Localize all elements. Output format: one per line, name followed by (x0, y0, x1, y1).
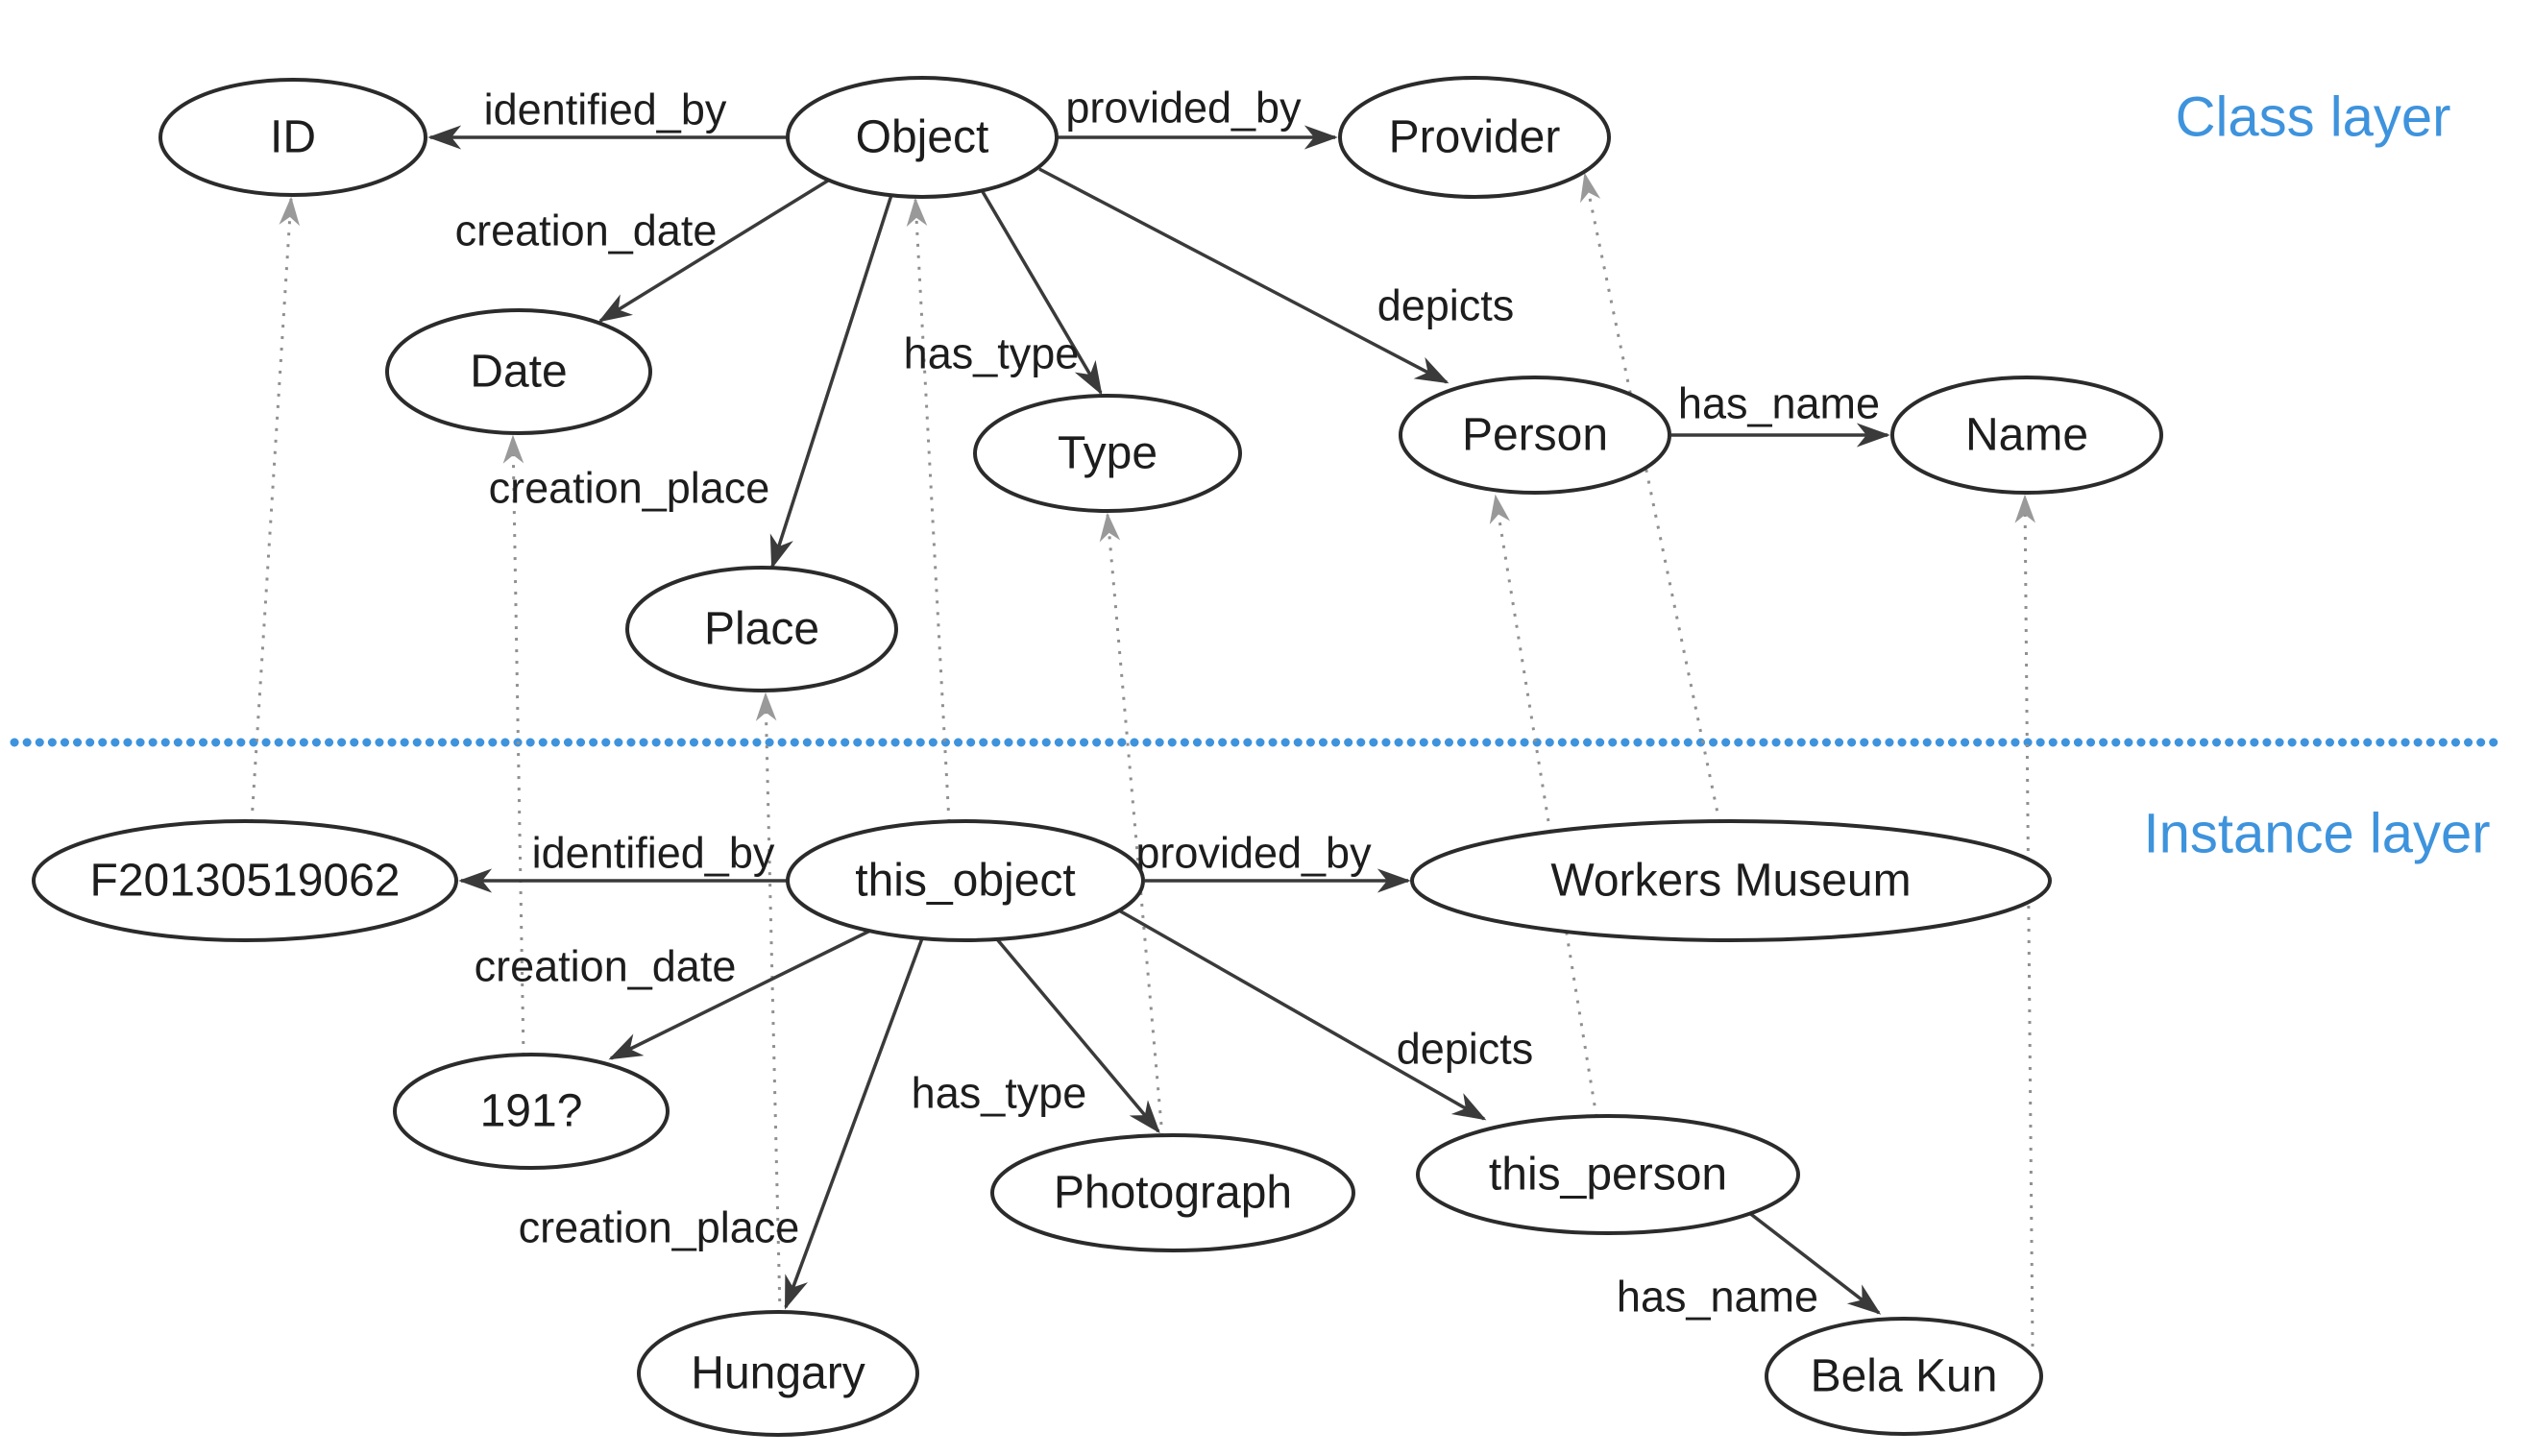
instanceof-link-person (1489, 494, 1598, 1118)
class-node-type-ellipse (973, 394, 1242, 513)
class-node-place-label: Place (704, 604, 819, 655)
class-node-provider-label: Provider (1389, 112, 1561, 163)
instance-node-object-label: this_object (855, 856, 1075, 907)
instance-node-name: Bela Kun (1765, 1317, 2043, 1436)
instance-node-date-label: 191? (480, 1086, 583, 1137)
class-node-id: ID (158, 78, 427, 197)
instance-node-date: 191? (393, 1053, 670, 1170)
instance-edge-depicts (1118, 909, 1487, 1121)
class-node-place: Place (625, 566, 898, 692)
instance-node-person-label: this_person (1489, 1150, 1727, 1201)
class-node-name-label: Name (1965, 410, 2088, 461)
instance-edge-has-type-label: has_type (912, 1069, 1087, 1118)
class-node-name: Name (1890, 376, 2163, 495)
instance-node-type-label: Photograph (1054, 1168, 1292, 1219)
instanceof-link-provider (1580, 172, 1721, 823)
instance-node-person: this_person (1416, 1114, 1800, 1235)
class-layer-edges: identified_by provided_by creation_date … (427, 84, 1890, 570)
class-node-person: Person (1399, 376, 1671, 495)
instance-node-provider-ellipse (1410, 819, 2052, 942)
instance-edge-creation-place (784, 937, 924, 1310)
instance-edge-creation-date (608, 928, 873, 1060)
class-node-place-ellipse (625, 566, 898, 692)
instance-edge-has-name (1746, 1210, 1882, 1315)
instance-layer-nodes: F20130519062 this_object Workers Museum … (32, 819, 2052, 1437)
class-node-date-ellipse (385, 308, 652, 435)
class-edge-creation-place (769, 194, 893, 570)
instance-node-id: F20130519062 (32, 819, 458, 942)
class-edge-depicts-label: depicts (1377, 281, 1515, 330)
class-edge-provided-by-label: provided_by (1065, 84, 1302, 133)
instance-node-object: this_object (786, 819, 1145, 942)
class-layer-nodes: ID Object Provider Date Type Person Name (158, 76, 2163, 692)
class-node-object-ellipse (786, 76, 1059, 199)
instance-layer-label: Instance layer (2143, 803, 2490, 865)
class-edge-has-type (980, 189, 1103, 396)
instance-node-place-ellipse (637, 1310, 919, 1437)
class-edge-identified-by-label: identified_by (484, 85, 727, 134)
class-node-object: Object (786, 76, 1059, 199)
instance-node-date-ellipse (393, 1053, 670, 1170)
instance-node-place-label: Hungary (691, 1348, 865, 1399)
instance-edge-has-name-label: has_name (1617, 1273, 1818, 1322)
instance-edge-identified-by-label: identified_by (532, 829, 775, 878)
class-edge-creation-date (597, 179, 829, 323)
class-node-date-label: Date (470, 347, 567, 398)
instance-node-provider: Workers Museum (1410, 819, 2052, 942)
instance-edge-has-type (995, 937, 1160, 1134)
class-node-provider: Provider (1338, 76, 1611, 199)
class-node-id-label: ID (270, 112, 316, 163)
class-node-name-ellipse (1890, 376, 2163, 495)
class-node-person-ellipse (1399, 376, 1671, 495)
instance-node-id-ellipse (32, 819, 458, 942)
class-node-provider-ellipse (1338, 76, 1611, 199)
instance-edge-creation-date-label: creation_date (475, 942, 737, 991)
class-node-object-label: Object (856, 112, 989, 163)
class-edge-creation-place-label: creation_place (489, 464, 770, 513)
instanceof-link-type (1099, 512, 1164, 1137)
instance-edge-depicts-label: depicts (1397, 1025, 1534, 1074)
instanceof-link-id (250, 196, 301, 823)
class-edge-creation-date-label: creation_date (455, 206, 718, 255)
class-layer-label: Class layer (2176, 86, 2451, 149)
class-node-type-label: Type (1058, 428, 1157, 479)
instance-node-place: Hungary (637, 1310, 919, 1437)
class-node-person-label: Person (1462, 410, 1608, 461)
class-node-date: Date (385, 308, 652, 435)
instance-node-provider-label: Workers Museum (1550, 856, 1911, 907)
instance-node-name-ellipse (1765, 1317, 2043, 1436)
instance-node-type-ellipse (990, 1133, 1355, 1252)
class-node-type: Type (973, 394, 1242, 513)
instance-edge-provided-by-label: provided_by (1135, 829, 1372, 878)
class-edge-depicts (1038, 167, 1450, 384)
instance-of-links (250, 172, 2036, 1347)
instance-node-object-ellipse (786, 819, 1145, 942)
class-node-id-ellipse (158, 78, 427, 197)
instanceof-link-name (2014, 494, 2036, 1347)
instance-layer-edges: identified_by provided_by creation_date … (458, 829, 1882, 1322)
instance-edge-creation-place-label: creation_place (519, 1203, 800, 1252)
instance-node-name-label: Bela Kun (1811, 1351, 1998, 1402)
instanceof-link-object (906, 197, 951, 823)
class-edge-has-type-label: has_type (904, 329, 1080, 378)
instance-node-type: Photograph (990, 1133, 1355, 1252)
instance-node-id-label: F20130519062 (90, 856, 401, 907)
instance-node-person-ellipse (1416, 1114, 1800, 1235)
class-edge-has-name-label: has_name (1678, 379, 1880, 428)
